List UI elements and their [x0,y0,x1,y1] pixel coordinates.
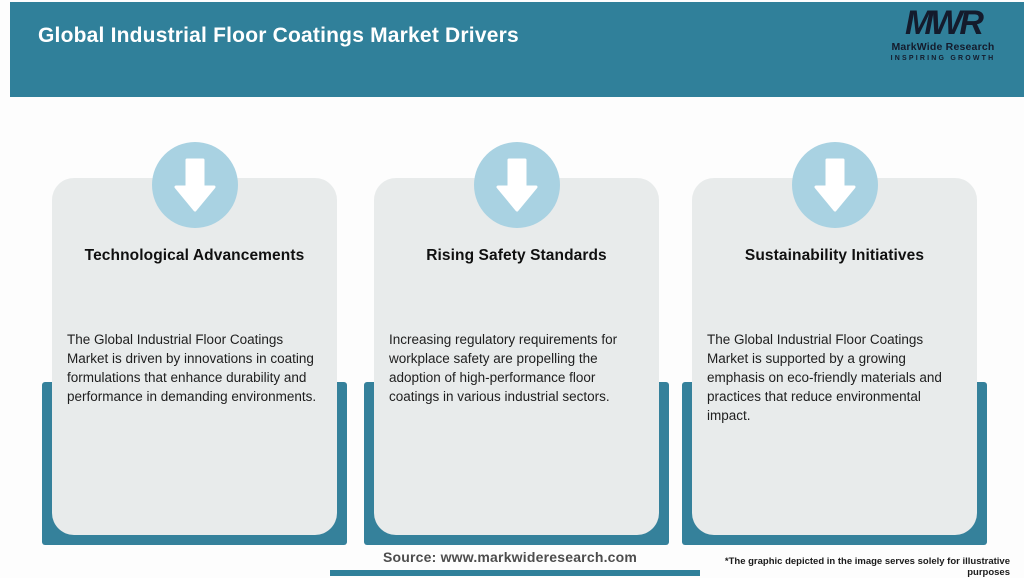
bottom-accent-bar [330,570,700,576]
driver-card-sustainability-initiatives: Sustainability Initiatives The Global In… [692,142,977,535]
mwr-logo-icon: MWR [905,4,984,42]
header-bar: Global Industrial Floor Coatings Market … [10,2,1024,97]
driver-card-rising-safety-standards: Rising Safety Standards Increasing regul… [374,142,659,535]
card-title: Sustainability Initiatives [744,247,925,264]
down-arrow-badge [473,142,560,228]
logo-tagline: INSPIRING GROWTH [890,54,996,62]
card-title: Rising Safety Standards [426,247,607,264]
card-description: The Global Industrial Floor Coatings Mar… [707,332,942,423]
down-arrow-icon [174,158,215,212]
card-description: The Global Industrial Floor Coatings Mar… [67,332,317,404]
down-arrow-icon [814,158,855,212]
down-arrow-badge [151,142,238,228]
down-arrow-badge [791,142,878,228]
disclaimer-text: *The graphic depicted in the image serve… [724,556,1010,578]
down-arrow-icon [496,158,537,212]
markwide-logo: MWR MarkWide Research INSPIRING GROWTH [878,6,1008,62]
page-title: Global Industrial Floor Coatings Market … [38,24,519,47]
driver-card-technological-advancements: Technological Advancements The Global In… [52,142,337,535]
card-description: Increasing regulatory requirements for w… [389,332,618,404]
logo-company-name: MarkWide Research [891,41,995,53]
card-title: Technological Advancements [84,247,305,264]
source-text: Source: www.markwideresearch.com [382,549,638,565]
